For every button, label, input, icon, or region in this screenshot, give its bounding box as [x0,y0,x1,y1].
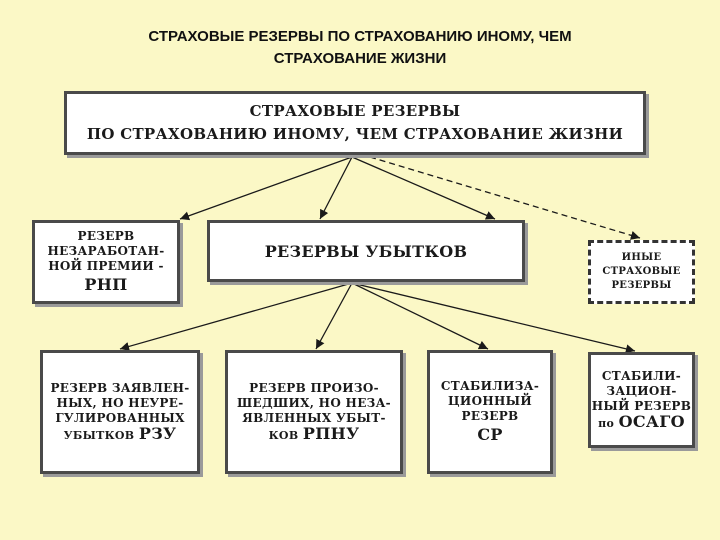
rnp-line-3: НОЙ ПРЕМИИ - [48,259,164,273]
osago-line-3: НЫЙ РЕЗЕРВ [591,399,692,413]
rpnu-line-4-prefix: КОВ [268,429,299,442]
other-reserves-box: ИНЫЕ СТРАХОВЫЕ РЕЗЕРВЫ [588,240,695,304]
other-line-2: СТРАХОВЫЕ [602,266,681,277]
rzu-abbreviation: РЗУ [138,424,177,443]
rzu-line-1: РЕЗЕРВ ЗАЯВЛЕН- [50,381,190,395]
rzu-line-4-prefix: УБЫТКОВ [63,429,135,442]
slide-title: СТРАХОВЫЕ РЕЗЕРВЫ ПО СТРАХОВАНИЮ ИНОМУ, … [60,26,660,70]
rzu-line-2: НЫХ, НО НЕУРЕ- [56,396,184,410]
rpnu-line-1: РЕЗЕРВ ПРОИЗО- [249,381,379,395]
root-reserves-box: СТРАХОВЫЕ РЕЗЕРВЫ ПО СТРАХОВАНИЮ ИНОМУ, … [64,91,646,155]
arrow-losses-to-rpnu [315,282,353,350]
loss-reserves-box: РЕЗЕРВЫ УБЫТКОВ [207,220,525,282]
osago-box: СТАБИЛИ- ЗАЦИОН- НЫЙ РЕЗЕРВ по ОСАГО [588,352,695,448]
osago-line-1: СТАБИЛИ- [601,369,682,383]
rpnu-abbreviation: РПНУ [302,424,360,443]
sr-abbreviation: СР [477,425,503,444]
osago-line-2: ЗАЦИОН- [606,384,677,398]
osago-line-4: по ОСАГО [598,414,685,431]
rpnu-line-3: ЯВЛЕННЫХ УБЫТ- [242,411,386,425]
sr-box: СТАБИЛИЗА- ЦИОННЫЙ РЕЗЕРВ СР [427,350,553,474]
rnp-box: РЕЗЕРВ НЕЗАРАБОТАН- НОЙ ПРЕМИИ - РНП [32,220,180,304]
sr-line-1: СТАБИЛИЗА- [440,379,540,393]
rnp-line-1: РЕЗЕРВ [77,229,135,243]
slide-title-line-2: СТРАХОВАНИЕ ЖИЗНИ [273,50,447,67]
rnp-line-2: НЕЗАРАБОТАН- [47,244,165,258]
rpnu-line-2: ШЕДШИХ, НО НЕЗА- [237,396,391,410]
rpnu-line-4: КОВ РПНУ [269,426,360,443]
root-line-1: СТРАХОВЫЕ РЕЗЕРВЫ [249,102,461,120]
sr-line-3: РЕЗЕРВ [461,409,519,423]
osago-line-4-prefix: по [598,417,615,430]
arrow-losses-to-sr [351,282,489,350]
rzu-box: РЕЗЕРВ ЗАЯВЛЕН- НЫХ, НО НЕУРЕ- ГУЛИРОВАН… [40,350,200,474]
other-line-3: РЕЗЕРВЫ [611,280,672,291]
rnp-abbreviation: РНП [84,275,128,294]
arrow-losses-to-rzu [119,282,353,351]
loss-reserves-label: РЕЗЕРВЫ УБЫТКОВ [264,241,468,261]
slide-title-line-1: СТРАХОВЫЕ РЕЗЕРВЫ ПО СТРАХОВАНИЮ ИНОМУ, … [148,28,572,45]
root-line-2: ПО СТРАХОВАНИЮ ИНОМУ, ЧЕМ СТРАХОВАНИЕ ЖИ… [86,125,624,143]
arrow-root-to-rnp [179,156,353,221]
arrow-root-to-losses [319,156,353,220]
osago-abbreviation: ОСАГО [618,412,685,431]
rpnu-box: РЕЗЕРВ ПРОИЗО- ШЕДШИХ, НО НЕЗА- ЯВЛЕННЫХ… [225,350,403,474]
other-line-1: ИНЫЕ [621,252,662,263]
rzu-line-4: УБЫТКОВ РЗУ [64,426,177,443]
rzu-line-3: ГУЛИРОВАННЫХ [55,411,185,425]
sr-line-2: ЦИОННЫЙ [448,394,532,408]
arrow-losses-to-osago [351,282,636,354]
arrow-root-to-other-dashed [369,156,641,240]
arrow-root-to-losses-right [351,156,496,220]
